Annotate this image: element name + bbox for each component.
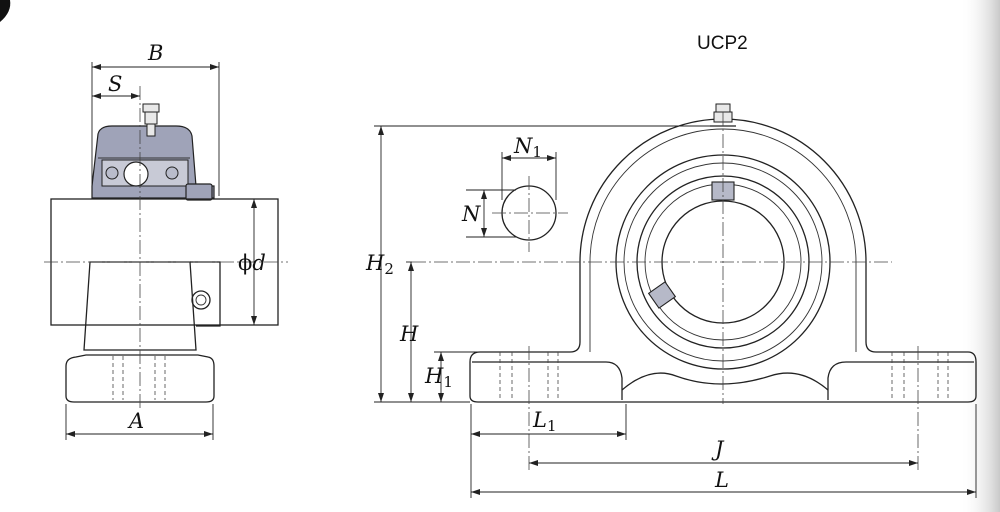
page-edge-shade [960, 0, 1000, 512]
corner-mark [0, 0, 11, 22]
label-N: N [461, 202, 481, 226]
label-A: A [127, 409, 144, 433]
label-N1: N1 [513, 134, 542, 161]
label-H: H [399, 322, 419, 346]
side-view [44, 62, 288, 440]
front-view [374, 103, 977, 498]
label-S: S [108, 72, 122, 96]
label-L1: L1 [532, 408, 557, 435]
label-J: J [711, 437, 725, 461]
label-phi-d: ϕd [238, 251, 266, 275]
label-B: B [147, 41, 163, 65]
drawing-title: UCP2 [697, 33, 748, 54]
label-L: L [714, 468, 729, 492]
label-H2: H2 [365, 251, 394, 278]
label-H1: H1 [424, 364, 453, 391]
